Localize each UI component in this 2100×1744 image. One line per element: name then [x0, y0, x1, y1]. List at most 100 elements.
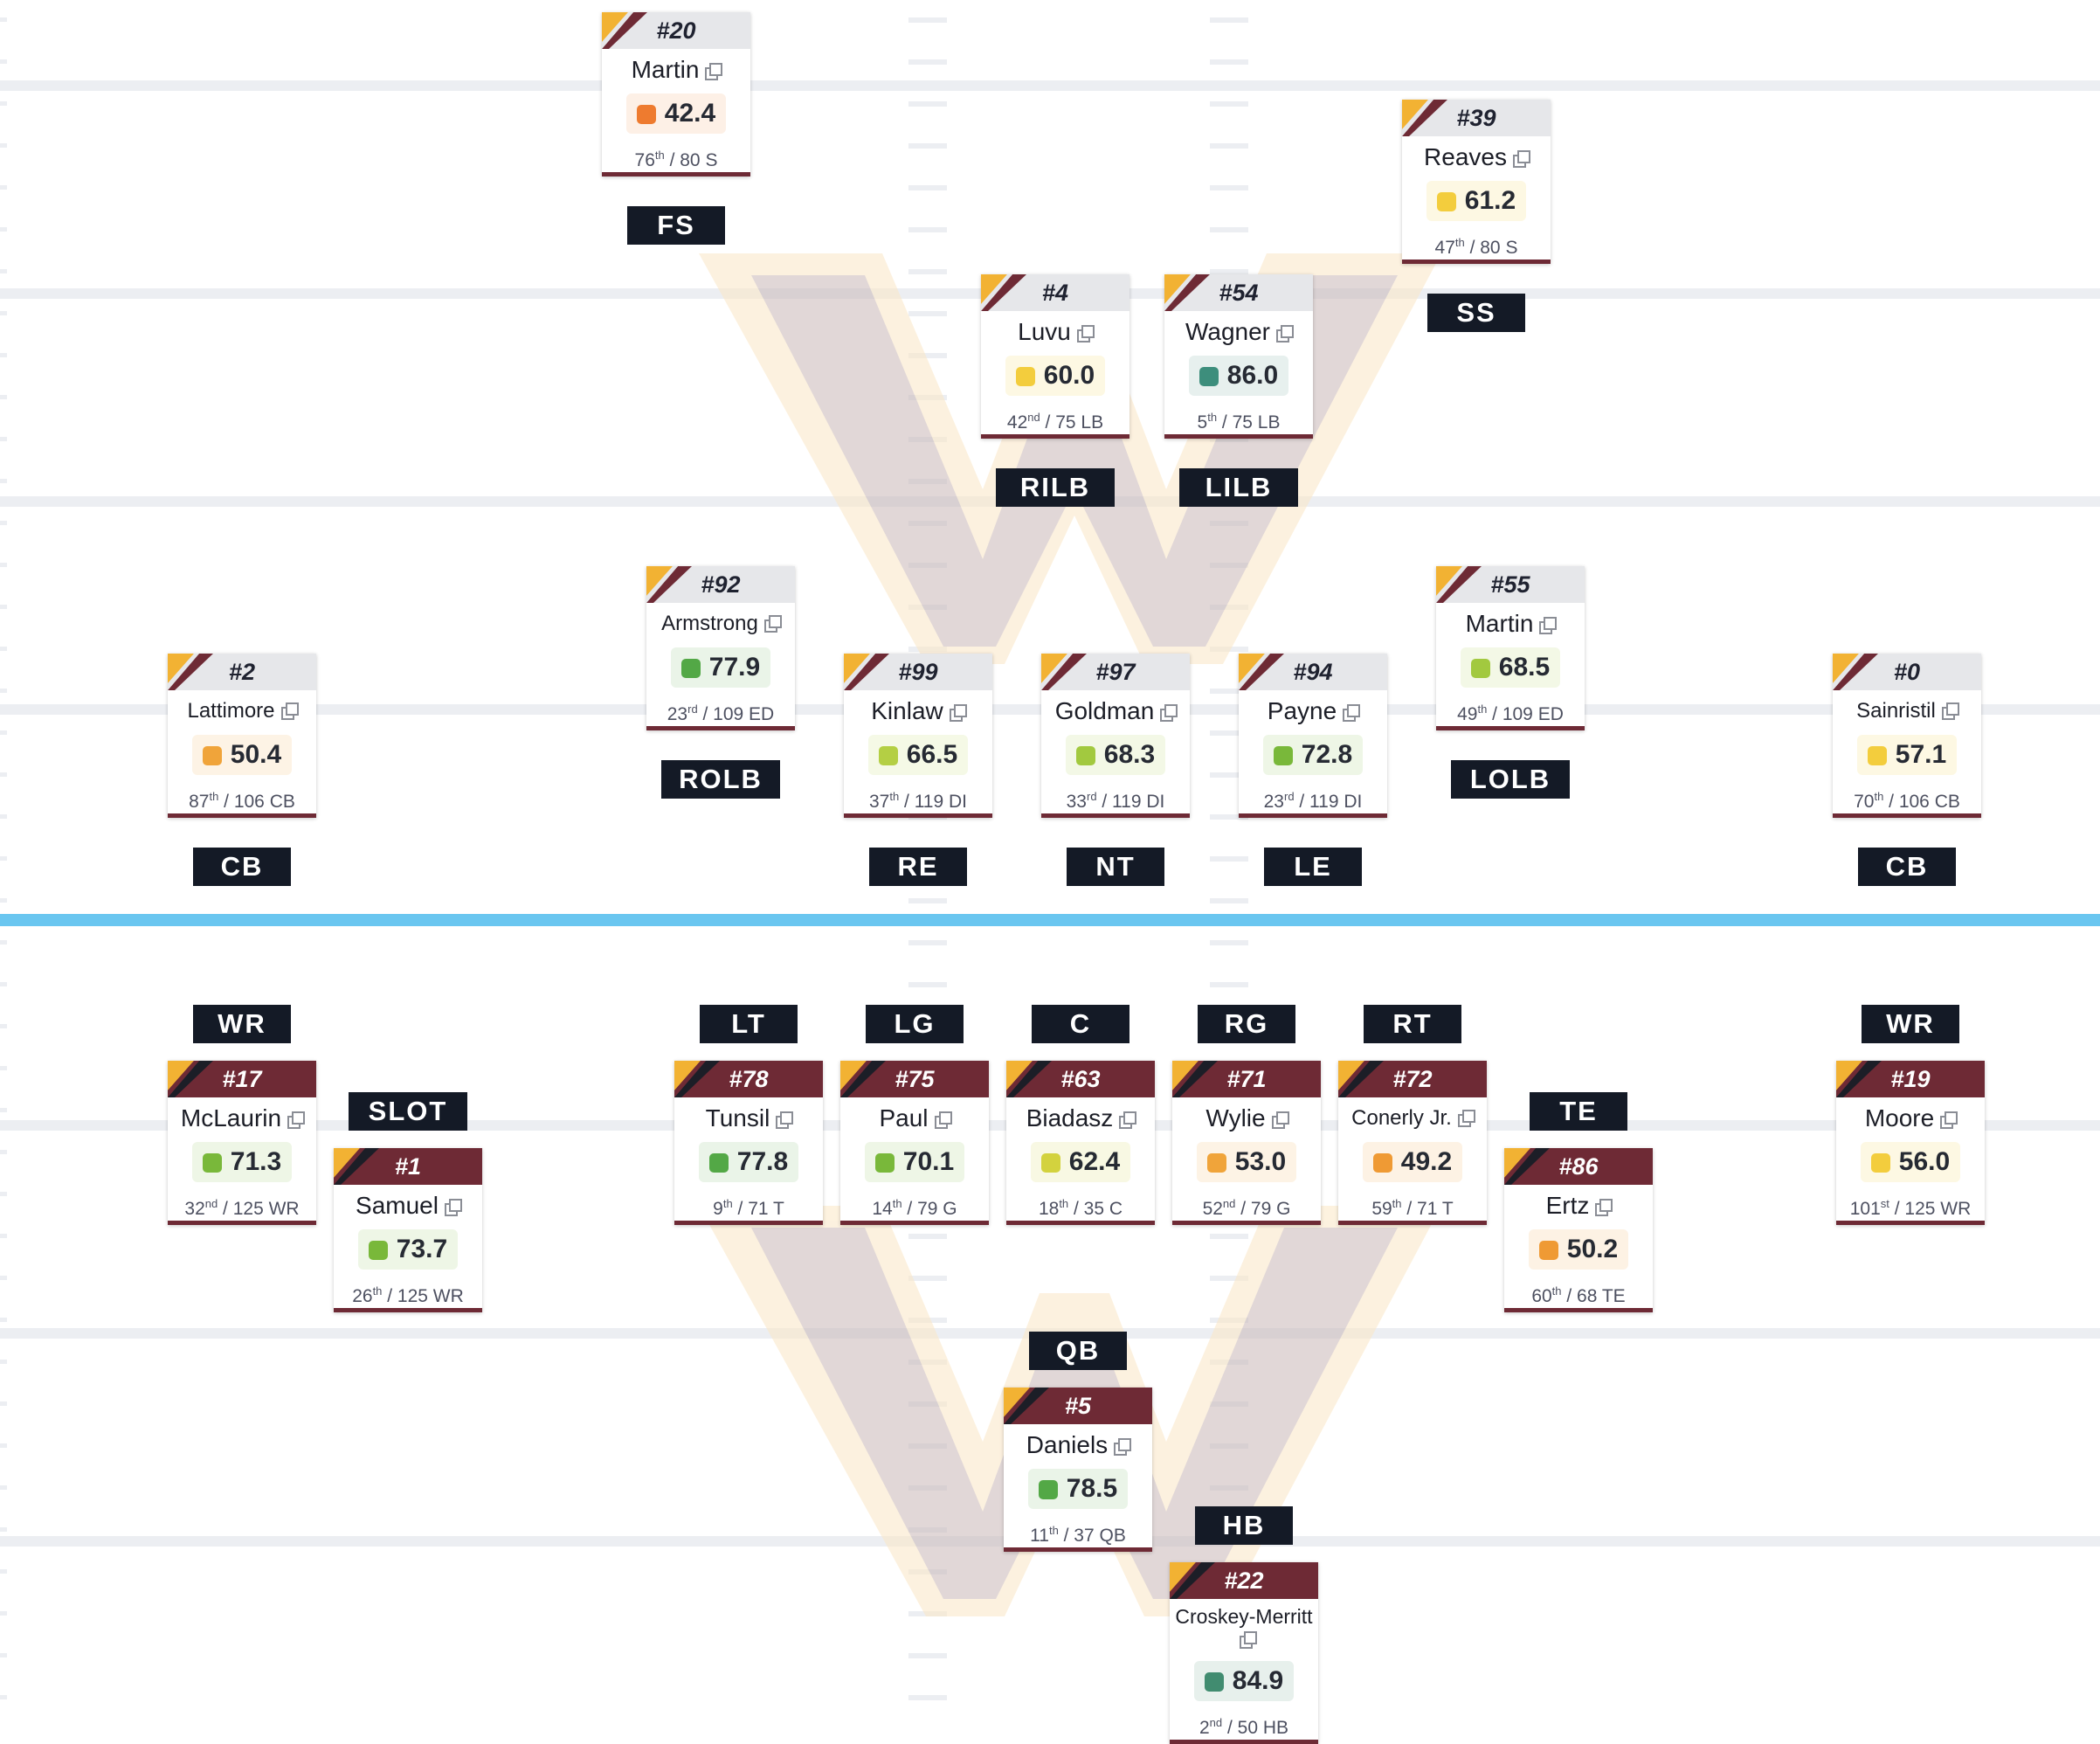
- player-name-link[interactable]: Martin: [1436, 609, 1585, 639]
- grade-value: 66.5: [906, 740, 958, 769]
- grade-tier-swatch: [1204, 1672, 1224, 1692]
- position-label-slot: SLOT: [349, 1092, 467, 1131]
- rank-total: / 125 WR: [218, 1199, 300, 1219]
- player-name-link[interactable]: Lattimore: [168, 696, 316, 726]
- player-name-link[interactable]: Kinlaw: [844, 696, 992, 726]
- grade-tier-swatch: [1040, 1153, 1060, 1173]
- team-stripe-icon: [168, 1061, 213, 1097]
- open-external-icon[interactable]: [1276, 325, 1294, 343]
- grade-badge: 72.8: [1262, 735, 1364, 775]
- position-rank: 42nd / 75 LB: [981, 405, 1129, 434]
- player-name-link[interactable]: Biadasz: [1006, 1104, 1155, 1133]
- open-external-icon[interactable]: [1343, 704, 1361, 722]
- team-stripe-icon: [981, 274, 1026, 311]
- player-name: Sainristil: [1856, 699, 1936, 723]
- player-name-link[interactable]: Ertz: [1504, 1191, 1653, 1221]
- open-external-icon[interactable]: [1539, 617, 1558, 634]
- open-external-icon[interactable]: [1512, 150, 1530, 168]
- open-external-icon[interactable]: [934, 1111, 952, 1129]
- open-external-icon[interactable]: [1457, 1110, 1475, 1127]
- rank-suffix: st: [1880, 1197, 1889, 1210]
- player-name: Paul: [879, 1104, 929, 1132]
- player-name-link[interactable]: Payne: [1239, 696, 1387, 726]
- grade-badge: 68.3: [1065, 735, 1166, 775]
- player-name-link[interactable]: Paul: [840, 1104, 989, 1133]
- grade-badge: 60.0: [1005, 356, 1106, 396]
- player-name-link[interactable]: Croskey-Merritt: [1170, 1605, 1318, 1652]
- player-name-link[interactable]: Martin: [602, 55, 750, 85]
- jersey-number-header: #78: [674, 1061, 823, 1097]
- grade-badge: 86.0: [1188, 356, 1289, 396]
- player-name-link[interactable]: Samuel: [334, 1191, 482, 1221]
- open-external-icon[interactable]: [1076, 325, 1095, 343]
- player-name-link[interactable]: Wagner: [1164, 317, 1313, 347]
- open-external-icon[interactable]: [1595, 1199, 1613, 1216]
- position-label-rg: RG: [1198, 1005, 1295, 1043]
- jersey-number: #72: [1392, 1066, 1433, 1092]
- open-external-icon[interactable]: [1160, 704, 1178, 722]
- open-external-icon[interactable]: [949, 704, 967, 722]
- team-stripe-icon: [1172, 1061, 1218, 1097]
- open-external-icon[interactable]: [1940, 1111, 1958, 1129]
- open-external-icon[interactable]: [287, 1111, 306, 1129]
- rank-number: 42: [1006, 412, 1028, 433]
- player-name-link[interactable]: Tunsil: [674, 1104, 823, 1133]
- player-name-link[interactable]: Sainristil: [1833, 696, 1981, 726]
- grade-value: 56.0: [1898, 1147, 1951, 1176]
- open-external-icon[interactable]: [444, 1199, 462, 1216]
- open-external-icon[interactable]: [705, 63, 723, 80]
- team-stripe-icon: [1041, 654, 1087, 690]
- grade-badge: 57.1: [1856, 735, 1958, 775]
- open-external-icon[interactable]: [280, 702, 299, 720]
- rank-suffix: th: [1048, 1524, 1059, 1537]
- player-name-link[interactable]: Wylie: [1172, 1104, 1321, 1133]
- player-name-link[interactable]: Daniels: [1004, 1430, 1152, 1460]
- rank-suffix: nd: [1027, 411, 1040, 424]
- open-external-icon[interactable]: [1239, 1631, 1257, 1649]
- jersey-number: #1: [394, 1153, 422, 1180]
- open-external-icon[interactable]: [1119, 1111, 1137, 1129]
- rank-total: / 106 CB: [218, 792, 295, 812]
- open-external-icon[interactable]: [1271, 1111, 1289, 1129]
- player-name-link[interactable]: Moore: [1836, 1104, 1985, 1133]
- open-external-icon[interactable]: [763, 615, 782, 633]
- player-name: Martin: [631, 56, 700, 83]
- open-external-icon[interactable]: [776, 1111, 794, 1129]
- position-label-lt: LT: [700, 1005, 798, 1043]
- player-name-link[interactable]: Goldman: [1041, 696, 1190, 726]
- player-name-link[interactable]: Armstrong: [646, 609, 795, 639]
- rank-total: / 109 ED: [1487, 704, 1564, 724]
- player-name-link[interactable]: Reaves: [1402, 142, 1551, 172]
- rank-suffix: nd: [1222, 1197, 1236, 1210]
- grade-tier-swatch: [1470, 659, 1490, 678]
- rank-suffix: th: [889, 790, 900, 803]
- open-external-icon[interactable]: [1941, 702, 1959, 720]
- player-name-link[interactable]: Conerly Jr.: [1338, 1104, 1487, 1133]
- player-name-link[interactable]: McLaurin: [168, 1104, 316, 1133]
- position-rank: 26th / 125 WR: [334, 1278, 482, 1308]
- player-name-link[interactable]: Luvu: [981, 317, 1129, 347]
- open-external-icon[interactable]: [1114, 1438, 1132, 1456]
